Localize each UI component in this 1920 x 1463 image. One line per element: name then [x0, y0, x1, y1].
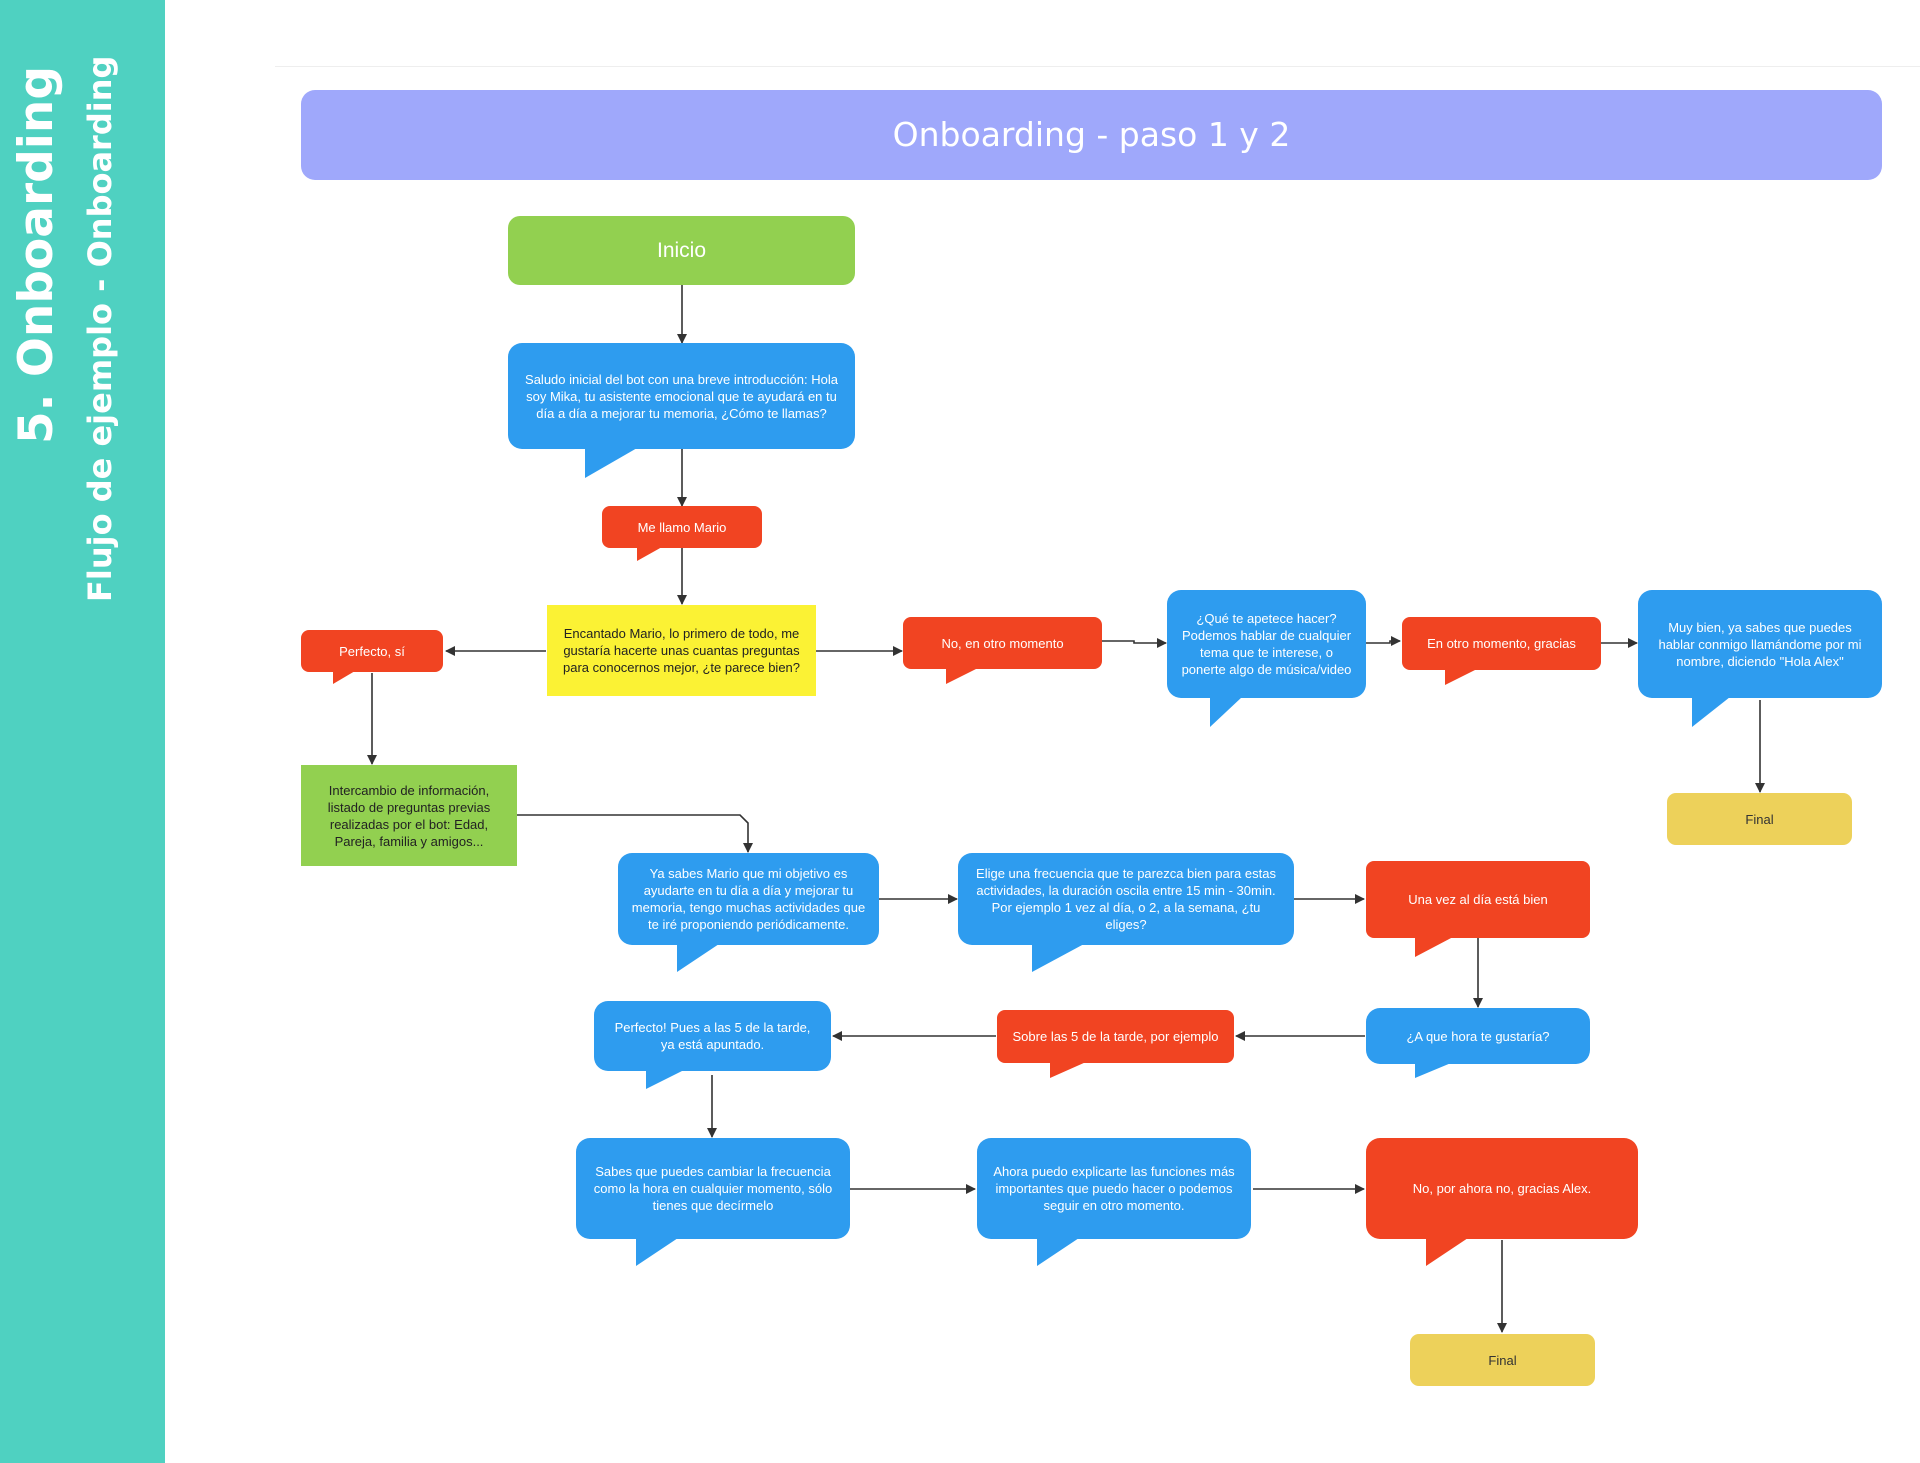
arrow-apetece-gracias — [1366, 636, 1401, 646]
bubble-tail — [946, 668, 978, 684]
bot-greeting-bubble: Saludo inicial del bot con una breve int… — [508, 343, 855, 449]
bubble-tail — [585, 448, 637, 478]
user-later-text: En otro momento, gracias — [1427, 636, 1576, 651]
bubble-tail — [1445, 669, 1477, 685]
bubble-tail — [1692, 697, 1730, 727]
bot-functions-text: Ahora puedo explicarte las funciones más… — [993, 1164, 1235, 1213]
arrow-intercambio-yasabes — [517, 814, 753, 853]
bot-time-bubble: ¿A que hora te gustaría? — [1366, 1008, 1590, 1064]
bubble-tail — [1415, 1063, 1451, 1078]
bubble-tail — [1037, 1238, 1079, 1266]
bot-time-text: ¿A que hora te gustaría? — [1406, 1028, 1550, 1044]
info-exchange-text: Intercambio de información, listado de p… — [327, 782, 491, 849]
user-no-bubble: No, en otro momento — [903, 617, 1102, 669]
user-time-text: Sobre las 5 de la tarde, por ejemplo — [1012, 1029, 1219, 1044]
user-frequency-bubble: Una vez al día está bien — [1366, 861, 1590, 938]
final-node-1: Final — [1667, 793, 1852, 845]
bot-confirm-text: Perfecto! Pues a las 5 de la tarde, ya e… — [614, 1020, 811, 1052]
bubble-tail — [1415, 937, 1453, 957]
bot-frequency-bubble: Elige una frecuencia que te parezca bien… — [958, 853, 1294, 945]
bot-options-bubble: ¿Qué te apetece hacer? Podemos hablar de… — [1167, 590, 1366, 698]
divider — [275, 66, 1920, 67]
bot-frequency-text: Elige una frecuencia que te parezca bien… — [976, 866, 1276, 932]
user-decline-bubble: No, por ahora no, gracias Alex. — [1366, 1138, 1638, 1239]
user-time-bubble: Sobre las 5 de la tarde, por ejemplo — [997, 1010, 1234, 1063]
user-yes-text: Perfecto, sí — [339, 643, 405, 659]
bot-greeting-text: Saludo inicial del bot con una breve int… — [525, 371, 838, 421]
bot-confirm-bubble: Perfecto! Pues a las 5 de la tarde, ya e… — [594, 1001, 831, 1071]
user-frequency-text: Una vez al día está bien — [1408, 892, 1548, 907]
bubble-tail — [636, 1238, 678, 1266]
bot-question-box: Encantado Mario, lo primero de todo, me … — [547, 605, 816, 696]
final-label-1: Final — [1745, 811, 1774, 827]
bot-functions-bubble: Ahora puedo explicarte las funciones más… — [977, 1138, 1251, 1239]
user-yes-bubble: Perfecto, sí — [301, 630, 443, 672]
bubble-tail — [1050, 1062, 1086, 1078]
user-no-text: No, en otro momento — [941, 635, 1064, 651]
sidebar: 5. Onboarding Flujo de ejemplo - Onboard… — [0, 0, 165, 1463]
bubble-tail — [637, 547, 662, 561]
bot-farewell-bubble: Muy bien, ya sabes que puedes hablar con… — [1638, 590, 1882, 698]
bot-goal-text: Ya sabes Mario que mi objetivo es ayudar… — [631, 866, 866, 932]
start-label: Inicio — [656, 239, 707, 262]
bubble-tail — [1032, 944, 1084, 972]
final-node-2: Final — [1410, 1334, 1595, 1386]
user-name-text: Me llamo Mario — [637, 519, 727, 535]
arrow-no-apetece — [1102, 638, 1167, 648]
bot-farewell-text: Muy bien, ya sabes que puedes hablar con… — [1658, 619, 1862, 669]
bubble-tail — [646, 1070, 684, 1089]
start-node: Inicio — [508, 216, 855, 285]
user-name-bubble: Me llamo Mario — [602, 506, 762, 548]
diagram-header: Onboarding - paso 1 y 2 — [301, 90, 1882, 180]
bot-question-text: Encantado Mario, lo primero de todo, me … — [562, 626, 801, 675]
user-decline-text: No, por ahora no, gracias Alex. — [1412, 1181, 1592, 1196]
user-later-bubble: En otro momento, gracias — [1402, 617, 1601, 670]
final-label-2: Final — [1488, 1352, 1517, 1368]
bubble-tail — [1210, 697, 1242, 727]
bot-change-info-text: Sabes que puedes cambiar la frecuencia c… — [593, 1164, 833, 1213]
bot-goal-bubble: Ya sabes Mario que mi objetivo es ayudar… — [618, 853, 879, 945]
bubble-tail — [677, 944, 719, 972]
bubble-tail — [1426, 1238, 1468, 1266]
bubble-tail — [333, 671, 355, 684]
bot-options-text: ¿Qué te apetece hacer? Podemos hablar de… — [1181, 611, 1352, 677]
bot-change-info-bubble: Sabes que puedes cambiar la frecuencia c… — [576, 1138, 850, 1239]
info-exchange-box: Intercambio de información, listado de p… — [301, 765, 517, 866]
